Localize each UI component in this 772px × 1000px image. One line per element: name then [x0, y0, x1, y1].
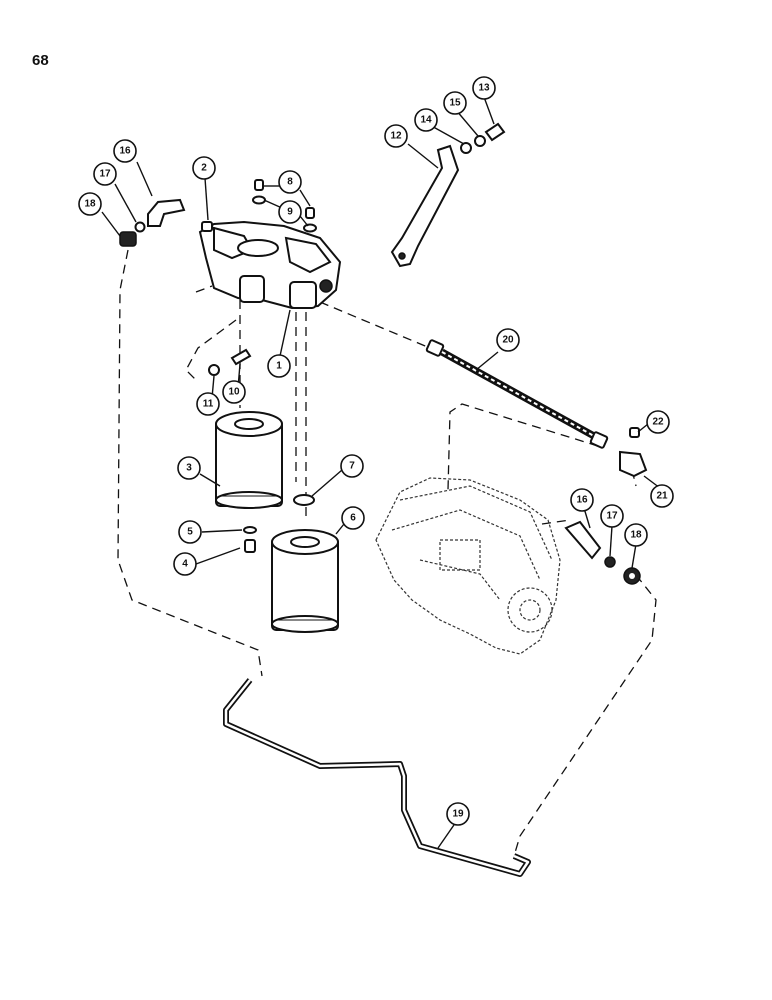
plug-2 [201, 221, 213, 232]
elbow-16-left [147, 198, 186, 227]
callout-6: 6 [341, 506, 365, 530]
svg-text:16: 16 [119, 146, 131, 157]
seal-5 [243, 526, 257, 534]
filter-element-6 [271, 529, 339, 633]
callout-21: 21 [650, 484, 674, 508]
svg-text:18: 18 [630, 530, 642, 541]
callout-20: 20 [496, 328, 520, 352]
line-fitting18-to-tube19-right [513, 574, 657, 857]
svg-text:3: 3 [186, 463, 192, 474]
callout-13: 13 [472, 76, 496, 100]
svg-text:4: 4 [182, 559, 188, 570]
callout-10: 10 [222, 380, 246, 404]
filter-element-3 [215, 411, 283, 509]
line-head-to-hose20 [319, 301, 431, 349]
washer-14 [460, 142, 472, 154]
bolt-13 [484, 122, 506, 142]
small-parts-head [201, 179, 317, 376]
screw-8a [254, 179, 264, 191]
filter-small-parts [243, 494, 315, 553]
callout-2: 2 [192, 156, 216, 180]
svg-text:17: 17 [99, 169, 111, 180]
callout-3: 3 [177, 456, 201, 480]
callout-16-left: 16 [113, 139, 137, 163]
left-fittings [119, 198, 186, 247]
leader-lines [101, 96, 661, 849]
svg-text:22: 22 [652, 417, 664, 428]
svg-text:16: 16 [576, 495, 588, 506]
callout-17-right: 17 [600, 504, 624, 528]
plug-22 [629, 427, 640, 438]
callout-15: 15 [443, 91, 467, 115]
callout-1: 1 [267, 354, 291, 378]
washer-9b [303, 223, 317, 233]
callout-22: 22 [646, 410, 670, 434]
callout-4: 4 [173, 552, 197, 576]
line-fitting18-to-tube19 [117, 249, 263, 677]
callout-9: 9 [278, 200, 302, 224]
callout-7: 7 [340, 454, 364, 478]
callout-19: 19 [446, 802, 470, 826]
dashed-routing-lines [117, 249, 657, 857]
filter-head [198, 220, 342, 310]
svg-text:2: 2 [201, 163, 207, 174]
plug-4 [244, 539, 256, 553]
svg-text:9: 9 [287, 207, 293, 218]
svg-text:15: 15 [449, 98, 461, 109]
fitting-16-right [564, 520, 602, 560]
line-pump-to-fitting16 [541, 519, 571, 525]
callout-18-right: 18 [624, 523, 648, 547]
fitting-21 [619, 450, 648, 478]
line-bolt10-loop [185, 319, 237, 383]
washer-9a [252, 195, 266, 205]
bolt-10 [230, 348, 252, 366]
hose-20 [425, 339, 609, 449]
svg-text:1: 1 [276, 361, 282, 372]
line-head-left [195, 285, 213, 293]
svg-text:6: 6 [350, 513, 356, 524]
callout-8: 8 [278, 170, 302, 194]
callout-11: 11 [196, 392, 220, 416]
callout-14: 14 [414, 108, 438, 132]
svg-text:18: 18 [84, 199, 96, 210]
right-fittings-top [619, 427, 648, 478]
page-number: 68 [32, 52, 49, 69]
o-ring-7 [293, 494, 315, 506]
svg-text:21: 21 [656, 491, 668, 502]
svg-text:11: 11 [203, 399, 214, 410]
line-hose-to-pump [447, 403, 599, 491]
bracket-12 [390, 144, 460, 268]
svg-text:19: 19 [452, 809, 464, 820]
svg-text:10: 10 [228, 387, 240, 398]
callout-18-left: 18 [78, 192, 102, 216]
nut-15 [474, 135, 486, 147]
washer-17-left [134, 221, 146, 233]
svg-text:14: 14 [420, 115, 432, 126]
injection-pump [375, 477, 561, 655]
svg-text:7: 7 [349, 461, 355, 472]
screw-8b [305, 207, 315, 219]
callout-12: 12 [384, 124, 408, 148]
svg-text:17: 17 [606, 511, 618, 522]
svg-text:5: 5 [187, 527, 193, 538]
nut-11 [208, 364, 220, 376]
svg-text:13: 13 [478, 83, 490, 94]
right-fittings [564, 520, 641, 585]
callout-17-left: 17 [93, 162, 117, 186]
callout-5: 5 [178, 520, 202, 544]
svg-text:20: 20 [502, 335, 514, 346]
fuel-tube-19 [223, 678, 531, 877]
svg-text:8: 8 [287, 177, 293, 188]
washer-17-right [604, 556, 616, 568]
svg-text:12: 12 [390, 131, 402, 142]
bracket-group [390, 122, 506, 268]
callout-16-right: 16 [570, 488, 594, 512]
nut-18-left [119, 231, 137, 247]
